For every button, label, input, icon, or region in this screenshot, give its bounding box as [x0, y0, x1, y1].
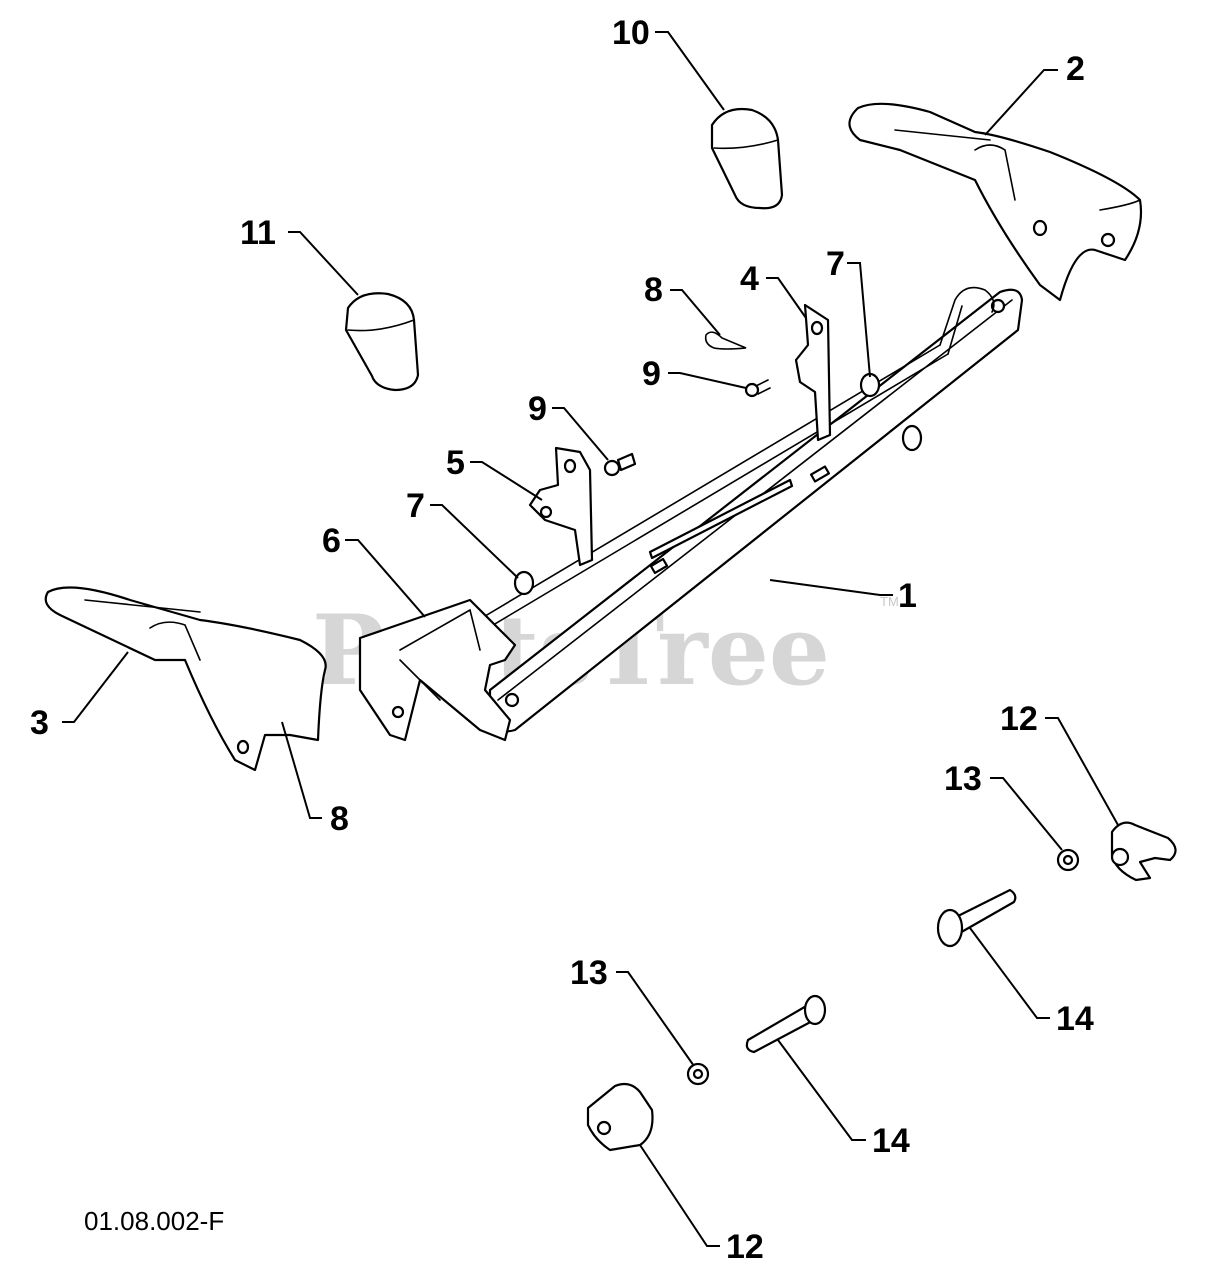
part-14-carriage-bolt-left [745, 994, 827, 1054]
leader-lines [62, 31, 1119, 1247]
callout-12-right: 12 [1000, 700, 1038, 738]
callout-13-left: 13 [570, 954, 608, 992]
part-11-knob [344, 292, 420, 392]
part-12-star-knob-left [586, 1082, 654, 1152]
part-5-bracket [528, 446, 594, 567]
part-4-bracket [794, 303, 832, 442]
callout-3: 3 [30, 704, 49, 742]
part-1-bracket-rail [469, 286, 1024, 733]
part-9-bolt-upper [744, 379, 771, 398]
drawing-code: 01.08.002-F [84, 1206, 224, 1236]
callout-2: 2 [1066, 50, 1085, 88]
callout-8-lower: 8 [330, 800, 349, 838]
part-2-right-handle [848, 102, 1143, 302]
part-9-bolt-lower [603, 452, 637, 477]
part-14-carriage-bolt-right [936, 888, 1017, 948]
part-7-bushing-right [859, 372, 881, 398]
part-13-washer-left [686, 1062, 710, 1086]
callout-14-left: 14 [872, 1122, 910, 1160]
callout-8-upper: 8 [644, 271, 663, 309]
callout-7-right: 7 [826, 245, 845, 283]
part-7-bushing-left [513, 570, 535, 596]
part-12-star-knob-right [1110, 821, 1177, 882]
callout-10: 10 [612, 14, 650, 52]
callout-14-right: 14 [1056, 1000, 1094, 1038]
callout-labels: 10 2 11 8 4 7 9 9 5 7 6 1 3 8 12 13 14 1… [30, 14, 1094, 1266]
callout-11: 11 [240, 214, 276, 252]
callout-6: 6 [322, 522, 341, 560]
callout-13-right: 13 [944, 760, 982, 798]
watermark-tm: TM [880, 594, 899, 609]
part-13-washer-right [1056, 848, 1080, 872]
callout-9-lower: 9 [528, 390, 547, 428]
callout-12-left: 12 [726, 1228, 764, 1266]
callout-1: 1 [898, 577, 917, 615]
part-6-left-bracket [358, 598, 517, 742]
callout-4: 4 [740, 260, 759, 298]
callout-5: 5 [446, 444, 465, 482]
part-8-clip-upper [704, 331, 747, 350]
part-10-knob [710, 107, 784, 210]
part-3-left-handle [44, 586, 327, 772]
callout-7-left: 7 [406, 487, 425, 525]
callout-9-upper: 9 [642, 355, 661, 393]
